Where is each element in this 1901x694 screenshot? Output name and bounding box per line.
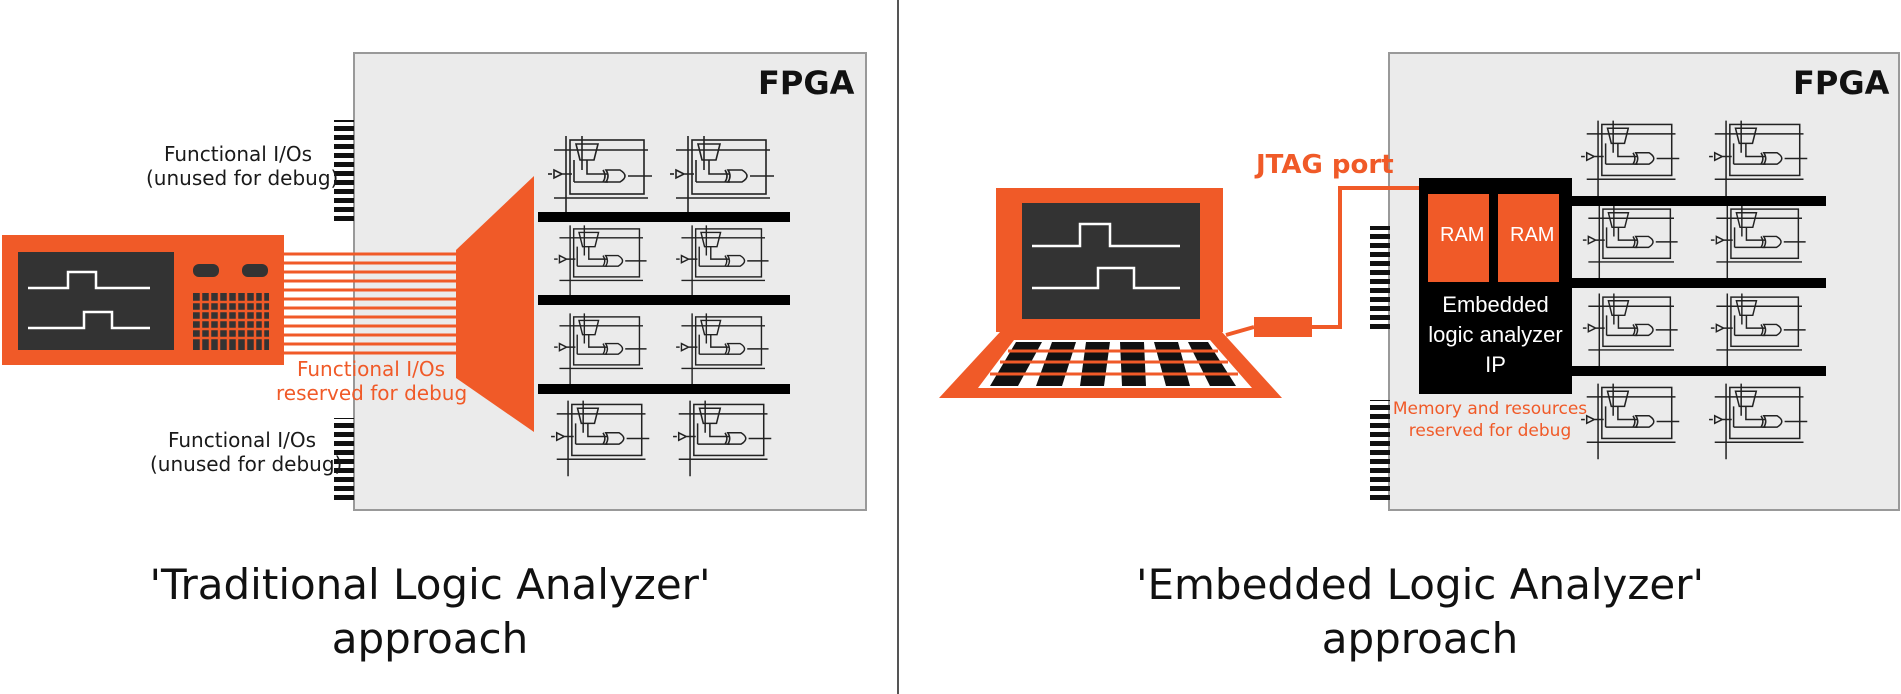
right-caption-line2: approach: [1321, 614, 1519, 663]
left-io-debug-label: Functional I/Os reserved for debug: [276, 357, 468, 405]
right-io-pins-top: [1370, 226, 1390, 330]
left-caption: 'Traditional Logic Analyzer' approach: [130, 558, 730, 666]
left-fpga-label: FPGA: [758, 64, 855, 102]
right-fpga-label: FPGA: [1793, 64, 1890, 102]
ram-block-1: [1428, 194, 1489, 282]
ela-line2: logic analyzer: [1428, 322, 1563, 347]
left-routing-bars: [538, 212, 790, 394]
embedded-logic-analyzer-label: Embedded logic analyzer IP: [1419, 290, 1572, 380]
left-io-bottom-line2: (unused for debug): [150, 452, 343, 476]
ram-label-2: RAM: [1510, 224, 1555, 246]
left-routing-funnel: [456, 176, 534, 432]
ram-label-1: RAM: [1440, 224, 1485, 246]
ela-line3: IP: [1485, 352, 1506, 377]
left-io-top-label: Functional I/Os (unused for debug): [146, 142, 339, 190]
left-io-pins-bottom: [334, 418, 354, 500]
right-caption-line1: 'Embedded Logic Analyzer': [1135, 560, 1705, 609]
jtag-cable: [1225, 186, 1419, 337]
left-io-debug-line1: Functional I/Os: [296, 357, 446, 381]
mem-line1: Memory and resources: [1392, 399, 1588, 419]
left-io-top-line2: (unused for debug): [146, 166, 339, 190]
left-caption-line2: approach: [331, 614, 529, 663]
logic-analyzer-instrument-icon: [2, 235, 284, 365]
left-io-top-line1: Functional I/Os: [163, 142, 313, 166]
laptop-icon: [939, 188, 1282, 398]
ram-block-2: [1498, 194, 1559, 282]
mem-line2: reserved for debug: [1408, 421, 1572, 441]
jtag-connector: [1254, 317, 1312, 337]
right-caption: 'Embedded Logic Analyzer' approach: [1100, 558, 1740, 666]
ela-line1: Embedded: [1442, 292, 1549, 317]
left-io-pins-top: [334, 120, 354, 224]
left-debug-io-lines: [280, 252, 456, 355]
left-io-bottom-label: Functional I/Os (unused for debug): [150, 428, 343, 476]
left-io-bottom-line1: Functional I/Os: [167, 428, 317, 452]
left-caption-line1: 'Traditional Logic Analyzer': [149, 560, 711, 609]
jtag-port-label: JTAG port: [1256, 150, 1394, 180]
memory-reserved-label: Memory and resources reserved for debug: [1390, 398, 1590, 442]
right-routing-bars: [1570, 196, 1826, 376]
right-io-pins-bottom: [1370, 400, 1390, 500]
left-io-debug-line2: reserved for debug: [276, 381, 468, 405]
